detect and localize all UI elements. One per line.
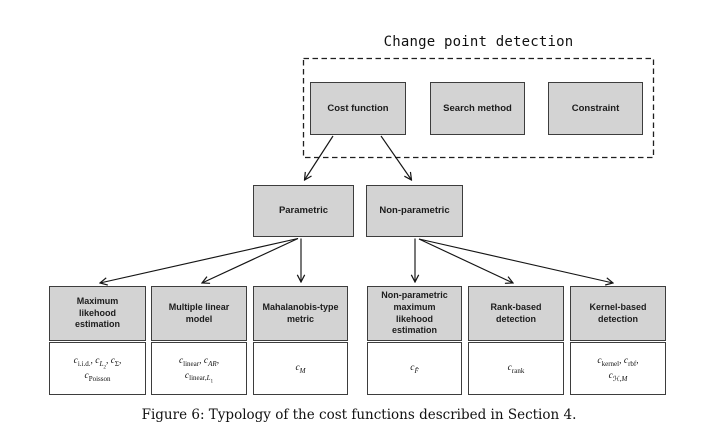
diagram-title: Change point detection <box>383 34 574 50</box>
node-mahalanobis-type-metric: Mahalanobis-type metric cM <box>253 286 348 395</box>
node-constraint: Constraint <box>548 82 643 135</box>
arrow-nonparametric-to-kernel <box>418 238 613 283</box>
node-non-parametric: Non-parametric <box>366 185 463 237</box>
node-rank-based-detection: Rank-based detection crank <box>468 286 564 395</box>
node-nonparametric-maximum-likelihood-estimation: Non-parametric maximum likehood estimati… <box>367 286 462 395</box>
arrow-nonparametric-to-rank <box>418 238 513 283</box>
node-cost-list: cM <box>253 342 348 395</box>
cost-line: ckernel, crbf, <box>597 355 639 368</box>
node-label: Multiple linear model <box>151 286 247 341</box>
arrow-cost-to-nonparametric <box>380 135 412 180</box>
arrow-cost-to-parametric <box>305 135 334 180</box>
node-label: Non-parametric maximum likehood estimati… <box>367 286 462 341</box>
figure-caption: Figure 6: Typology of the cost functions… <box>141 407 577 423</box>
node-maximum-likelihood-estimation: Maximum likehood estimation ci.i.d., cL2… <box>49 286 146 395</box>
node-label: Maximum likehood estimation <box>49 286 146 341</box>
cost-line: clinear, cAR, <box>178 355 220 368</box>
node-kernel-based-detection: Kernel-based detection ckernel, crbf, cℋ… <box>570 286 666 395</box>
node-label: Rank-based detection <box>468 286 564 341</box>
node-cost-list: cF̂ <box>367 342 462 395</box>
node-search-method: Search method <box>430 82 525 135</box>
cost-line: crank <box>507 363 525 376</box>
arrow-parametric-to-mle <box>100 237 299 284</box>
cost-line: cM <box>295 363 306 376</box>
arrow-parametric-to-linear-model <box>202 237 299 284</box>
node-cost-function: Cost function <box>310 82 406 135</box>
cost-line: cF̂ <box>410 363 419 376</box>
node-parametric: Parametric <box>253 185 354 237</box>
cost-line: cℋ,M <box>608 370 628 383</box>
cost-line: clinear,L1 <box>184 370 214 385</box>
node-label: Mahalanobis-type metric <box>253 286 348 341</box>
node-cost-list: clinear, cAR, clinear,L1 <box>151 342 247 395</box>
node-multiple-linear-model: Multiple linear model clinear, cAR, clin… <box>151 286 247 395</box>
cost-line: cPoisson <box>84 370 111 383</box>
node-label: Kernel-based detection <box>570 286 666 341</box>
node-cost-list: ckernel, crbf, cℋ,M <box>570 342 666 395</box>
cost-line: ci.i.d., cL2, cΣ, <box>73 355 122 371</box>
node-cost-list: crank <box>468 342 564 395</box>
node-cost-list: ci.i.d., cL2, cΣ, cPoisson <box>49 342 146 395</box>
